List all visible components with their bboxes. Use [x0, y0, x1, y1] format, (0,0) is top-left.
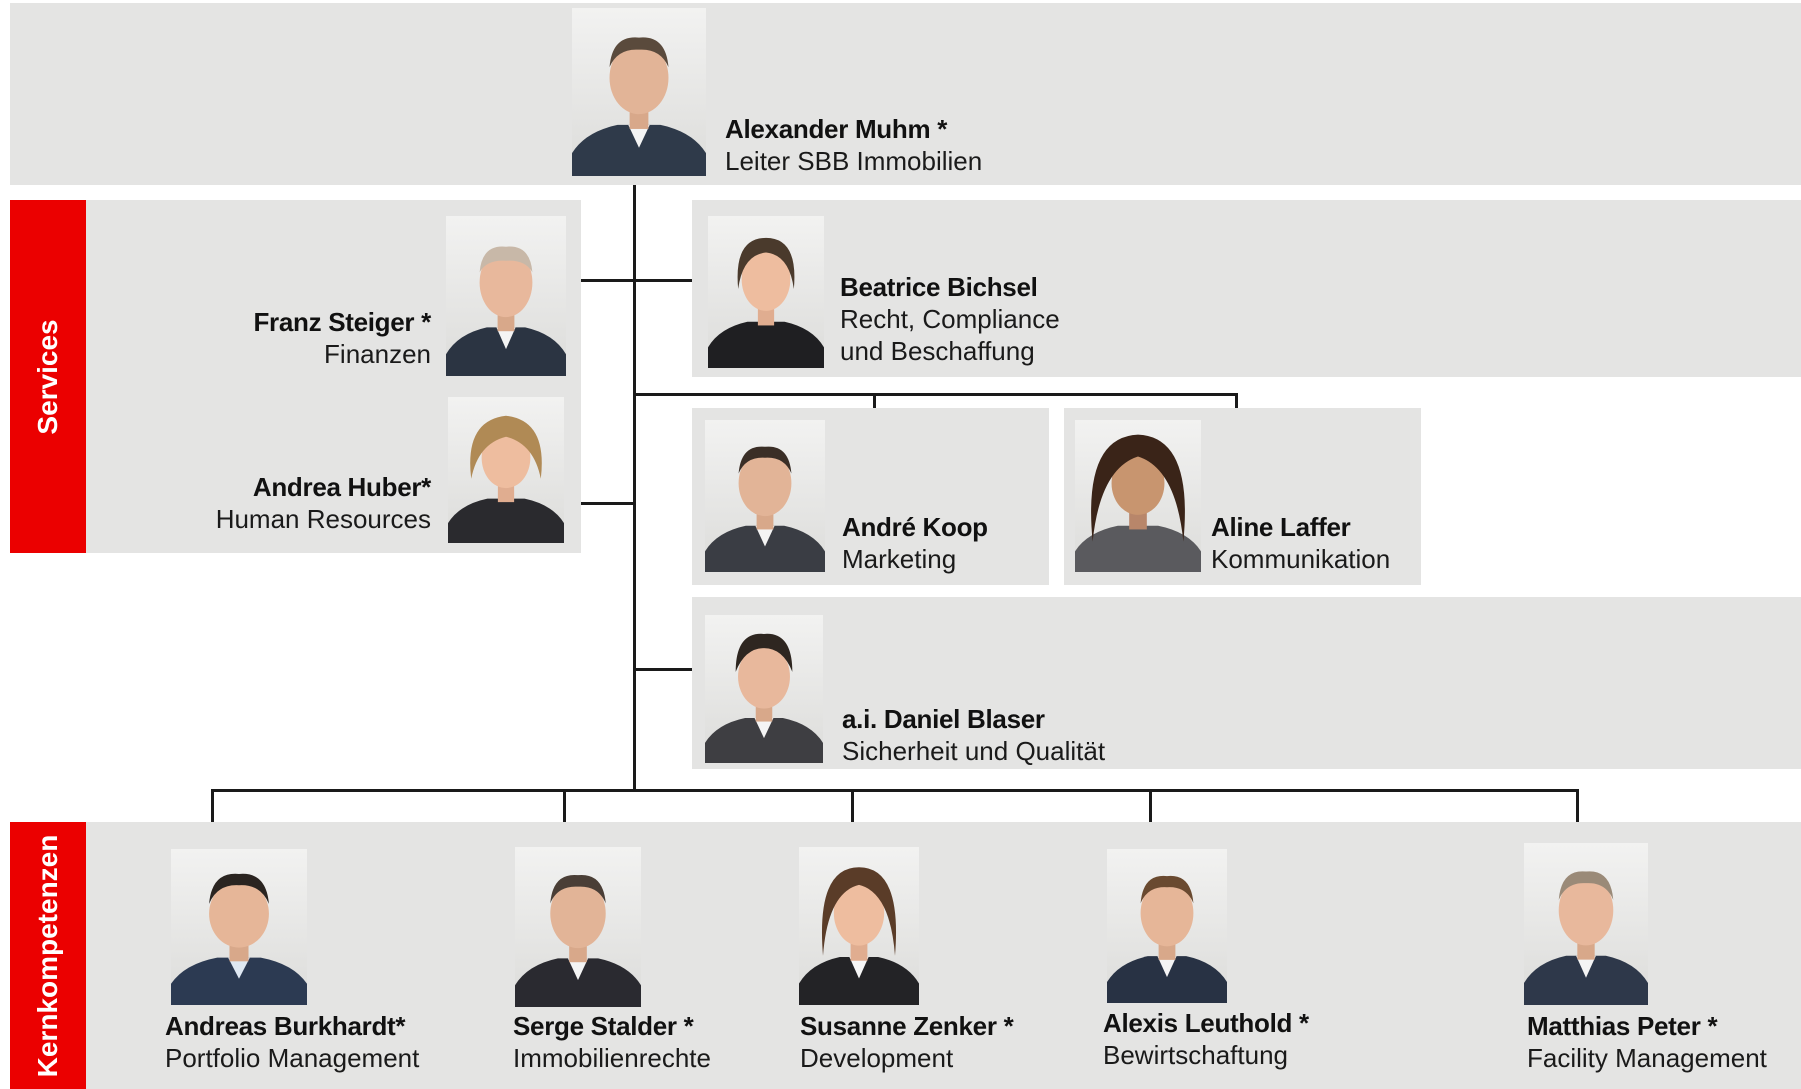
- core-section-bar: Kernkompetenzen: [10, 822, 86, 1089]
- branch-marketing-drop: [873, 393, 876, 408]
- susanne-portrait: [799, 847, 919, 1005]
- head-role: Leiter SBB Immobilien: [725, 146, 983, 176]
- branch-staff-horizontal: [633, 393, 1238, 396]
- daniel-portrait: [705, 615, 823, 763]
- core-box: [86, 822, 1801, 1089]
- head-box: [10, 3, 1801, 185]
- branch-safety: [633, 668, 692, 671]
- andreas-role: Portfolio Management: [165, 1043, 420, 1073]
- andre-role: Marketing: [842, 544, 957, 574]
- beatrice-role-line1: Recht, Compliance: [840, 304, 1060, 334]
- branch-services-bottom: [581, 502, 636, 505]
- core-drop-3: [851, 789, 854, 822]
- core-drop-1: [211, 789, 214, 822]
- branch-services-top: [581, 279, 692, 282]
- head-name: Alexander Muhm *: [725, 114, 948, 144]
- matthias-portrait: [1524, 843, 1648, 1005]
- franz-name: Franz Steiger *: [253, 307, 431, 337]
- branch-communication-drop: [1235, 393, 1238, 408]
- matthias-role: Facility Management: [1527, 1043, 1767, 1073]
- franz-portrait: [446, 216, 566, 376]
- core-drop-4: [1149, 789, 1152, 822]
- daniel-name: a.i. Daniel Blaser: [842, 704, 1045, 734]
- core-drop-2: [563, 789, 566, 822]
- head-portrait: [572, 8, 706, 176]
- serge-name: Serge Stalder *: [513, 1011, 694, 1041]
- susanne-name: Susanne Zenker *: [800, 1011, 1014, 1041]
- andrea-portrait: [448, 397, 564, 543]
- aline-role: Kommunikation: [1211, 544, 1391, 574]
- legal-box: [692, 200, 1801, 377]
- beatrice-role-line2: und Beschaffung: [840, 336, 1035, 366]
- services-section-label: Services: [32, 318, 63, 435]
- andrea-name: Andrea Huber*: [252, 472, 431, 502]
- safety-box: [692, 597, 1801, 769]
- serge-portrait: [515, 847, 641, 1007]
- aline-name: Aline Laffer: [1211, 512, 1351, 542]
- andrea-role: Human Resources: [215, 504, 431, 534]
- alexis-name: Alexis Leuthold *: [1103, 1008, 1309, 1038]
- daniel-role: Sicherheit und Qualität: [842, 736, 1106, 766]
- andreas-name: Andreas Burkhardt*: [165, 1011, 406, 1041]
- core-section-label: Kernkompetenzen: [32, 834, 63, 1077]
- core-drop-5: [1576, 789, 1579, 822]
- core-horizontal-line: [211, 789, 1579, 792]
- andreas-portrait: [171, 849, 307, 1005]
- susanne-role: Development: [800, 1043, 954, 1073]
- matthias-name: Matthias Peter *: [1527, 1011, 1718, 1041]
- main-trunk-line: [633, 185, 636, 792]
- services-section-bar: Services: [10, 200, 86, 553]
- andre-name: André Koop: [842, 512, 988, 542]
- alexis-role: Bewirtschaftung: [1103, 1040, 1288, 1070]
- beatrice-portrait: [708, 216, 824, 368]
- andre-portrait: [705, 420, 825, 572]
- aline-portrait: [1075, 420, 1201, 572]
- serge-role: Immobilienrechte: [513, 1043, 711, 1073]
- franz-role: Finanzen: [324, 339, 431, 369]
- alexis-portrait: [1107, 849, 1227, 1003]
- beatrice-name: Beatrice Bichsel: [840, 272, 1038, 302]
